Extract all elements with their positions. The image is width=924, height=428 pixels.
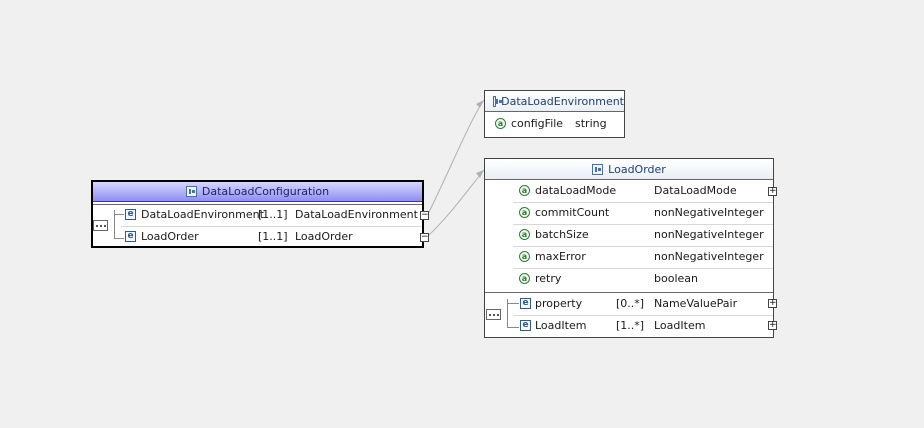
- row-separator: [121, 226, 422, 227]
- row-separator: [513, 202, 773, 203]
- sequence-branch: [114, 214, 124, 215]
- attribute-type: DataLoadMode: [654, 184, 737, 197]
- expand-icon[interactable]: +: [768, 320, 777, 330]
- element-name: LoadItem: [535, 319, 587, 332]
- attribute-name: maxError: [535, 250, 586, 263]
- dataloadconfiguration-title: DataLoadConfiguration: [201, 185, 330, 198]
- connector-arrow-dataloadenvironment: [476, 100, 484, 108]
- dataloadenvironment-title: DataLoadEnvironment: [501, 94, 624, 108]
- sequence-icon[interactable]: [93, 220, 108, 231]
- attribute-name: commitCount: [535, 206, 610, 219]
- complex-type-icon: [185, 186, 197, 197]
- sequence-branch: [507, 327, 519, 328]
- element-name: property: [535, 297, 583, 310]
- element-icon: e: [520, 298, 531, 309]
- loadorder-title: LoadOrder: [608, 162, 666, 176]
- attribute-icon: a: [519, 185, 530, 196]
- loadorder-box[interactable]: LoadOrder a dataLoadMode DataLoadMode + …: [484, 158, 777, 338]
- collapse-icon[interactable]: −: [420, 210, 429, 220]
- complex-type-icon: [592, 163, 604, 175]
- attribute-name: configFile: [511, 117, 564, 130]
- expand-icon[interactable]: +: [768, 186, 777, 196]
- section-divider: [485, 292, 773, 293]
- collapse-icon[interactable]: −: [420, 232, 429, 242]
- row-separator: [513, 224, 773, 225]
- attribute-icon: a: [495, 118, 506, 129]
- loadorder-header[interactable]: LoadOrder: [485, 159, 773, 180]
- dataloadenvironment-box[interactable]: DataLoadEnvironment a configFile string: [484, 90, 625, 138]
- complex-type-icon: [493, 95, 503, 107]
- header-divider: [93, 204, 422, 205]
- attribute-type: string: [575, 117, 607, 130]
- element-cardinality: [1..*]: [616, 319, 645, 332]
- sequence-connector: [114, 210, 115, 239]
- attribute-name: dataLoadMode: [535, 184, 617, 197]
- attribute-icon: a: [519, 229, 530, 240]
- element-type: DataLoadEnvironment: [295, 208, 418, 221]
- sequence-icon[interactable]: [486, 309, 501, 320]
- attribute-type: boolean: [654, 272, 698, 285]
- row-separator: [513, 315, 773, 316]
- dataloadenvironment-header[interactable]: DataLoadEnvironment: [485, 91, 624, 112]
- element-name: LoadOrder: [141, 230, 199, 243]
- element-type: LoadOrder: [295, 230, 353, 243]
- sequence-branch: [507, 303, 519, 304]
- element-icon: e: [520, 320, 531, 331]
- attribute-name: batchSize: [535, 228, 589, 241]
- sequence-connector: [507, 299, 508, 328]
- sequence-branch: [114, 238, 124, 239]
- element-name: DataLoadEnvironment: [141, 208, 264, 221]
- element-type: NameValuePair: [654, 297, 738, 310]
- element-type: LoadItem: [654, 319, 706, 332]
- connector-to-loadorder: [427, 169, 485, 237]
- element-icon: e: [125, 231, 136, 242]
- attribute-type: nonNegativeInteger: [654, 228, 764, 241]
- attribute-icon: a: [519, 207, 530, 218]
- attribute-type: nonNegativeInteger: [654, 250, 764, 263]
- row-separator: [513, 246, 773, 247]
- attribute-icon: a: [519, 273, 530, 284]
- element-cardinality: [1..1]: [258, 208, 288, 221]
- attribute-icon: a: [519, 251, 530, 262]
- connector-to-dataloadenvironment: [427, 99, 485, 215]
- expand-icon[interactable]: +: [768, 298, 777, 308]
- element-cardinality: [0..*]: [616, 297, 645, 310]
- element-icon: e: [125, 209, 136, 220]
- dataloadconfiguration-box[interactable]: DataLoadConfiguration e DataLoadEnvironm…: [91, 180, 429, 248]
- attribute-type: nonNegativeInteger: [654, 206, 764, 219]
- element-cardinality: [1..1]: [258, 230, 288, 243]
- dataloadconfiguration-header[interactable]: DataLoadConfiguration: [93, 182, 422, 202]
- connector-arrow-loadorder: [476, 170, 484, 178]
- attribute-name: retry: [535, 272, 562, 285]
- row-separator: [513, 268, 773, 269]
